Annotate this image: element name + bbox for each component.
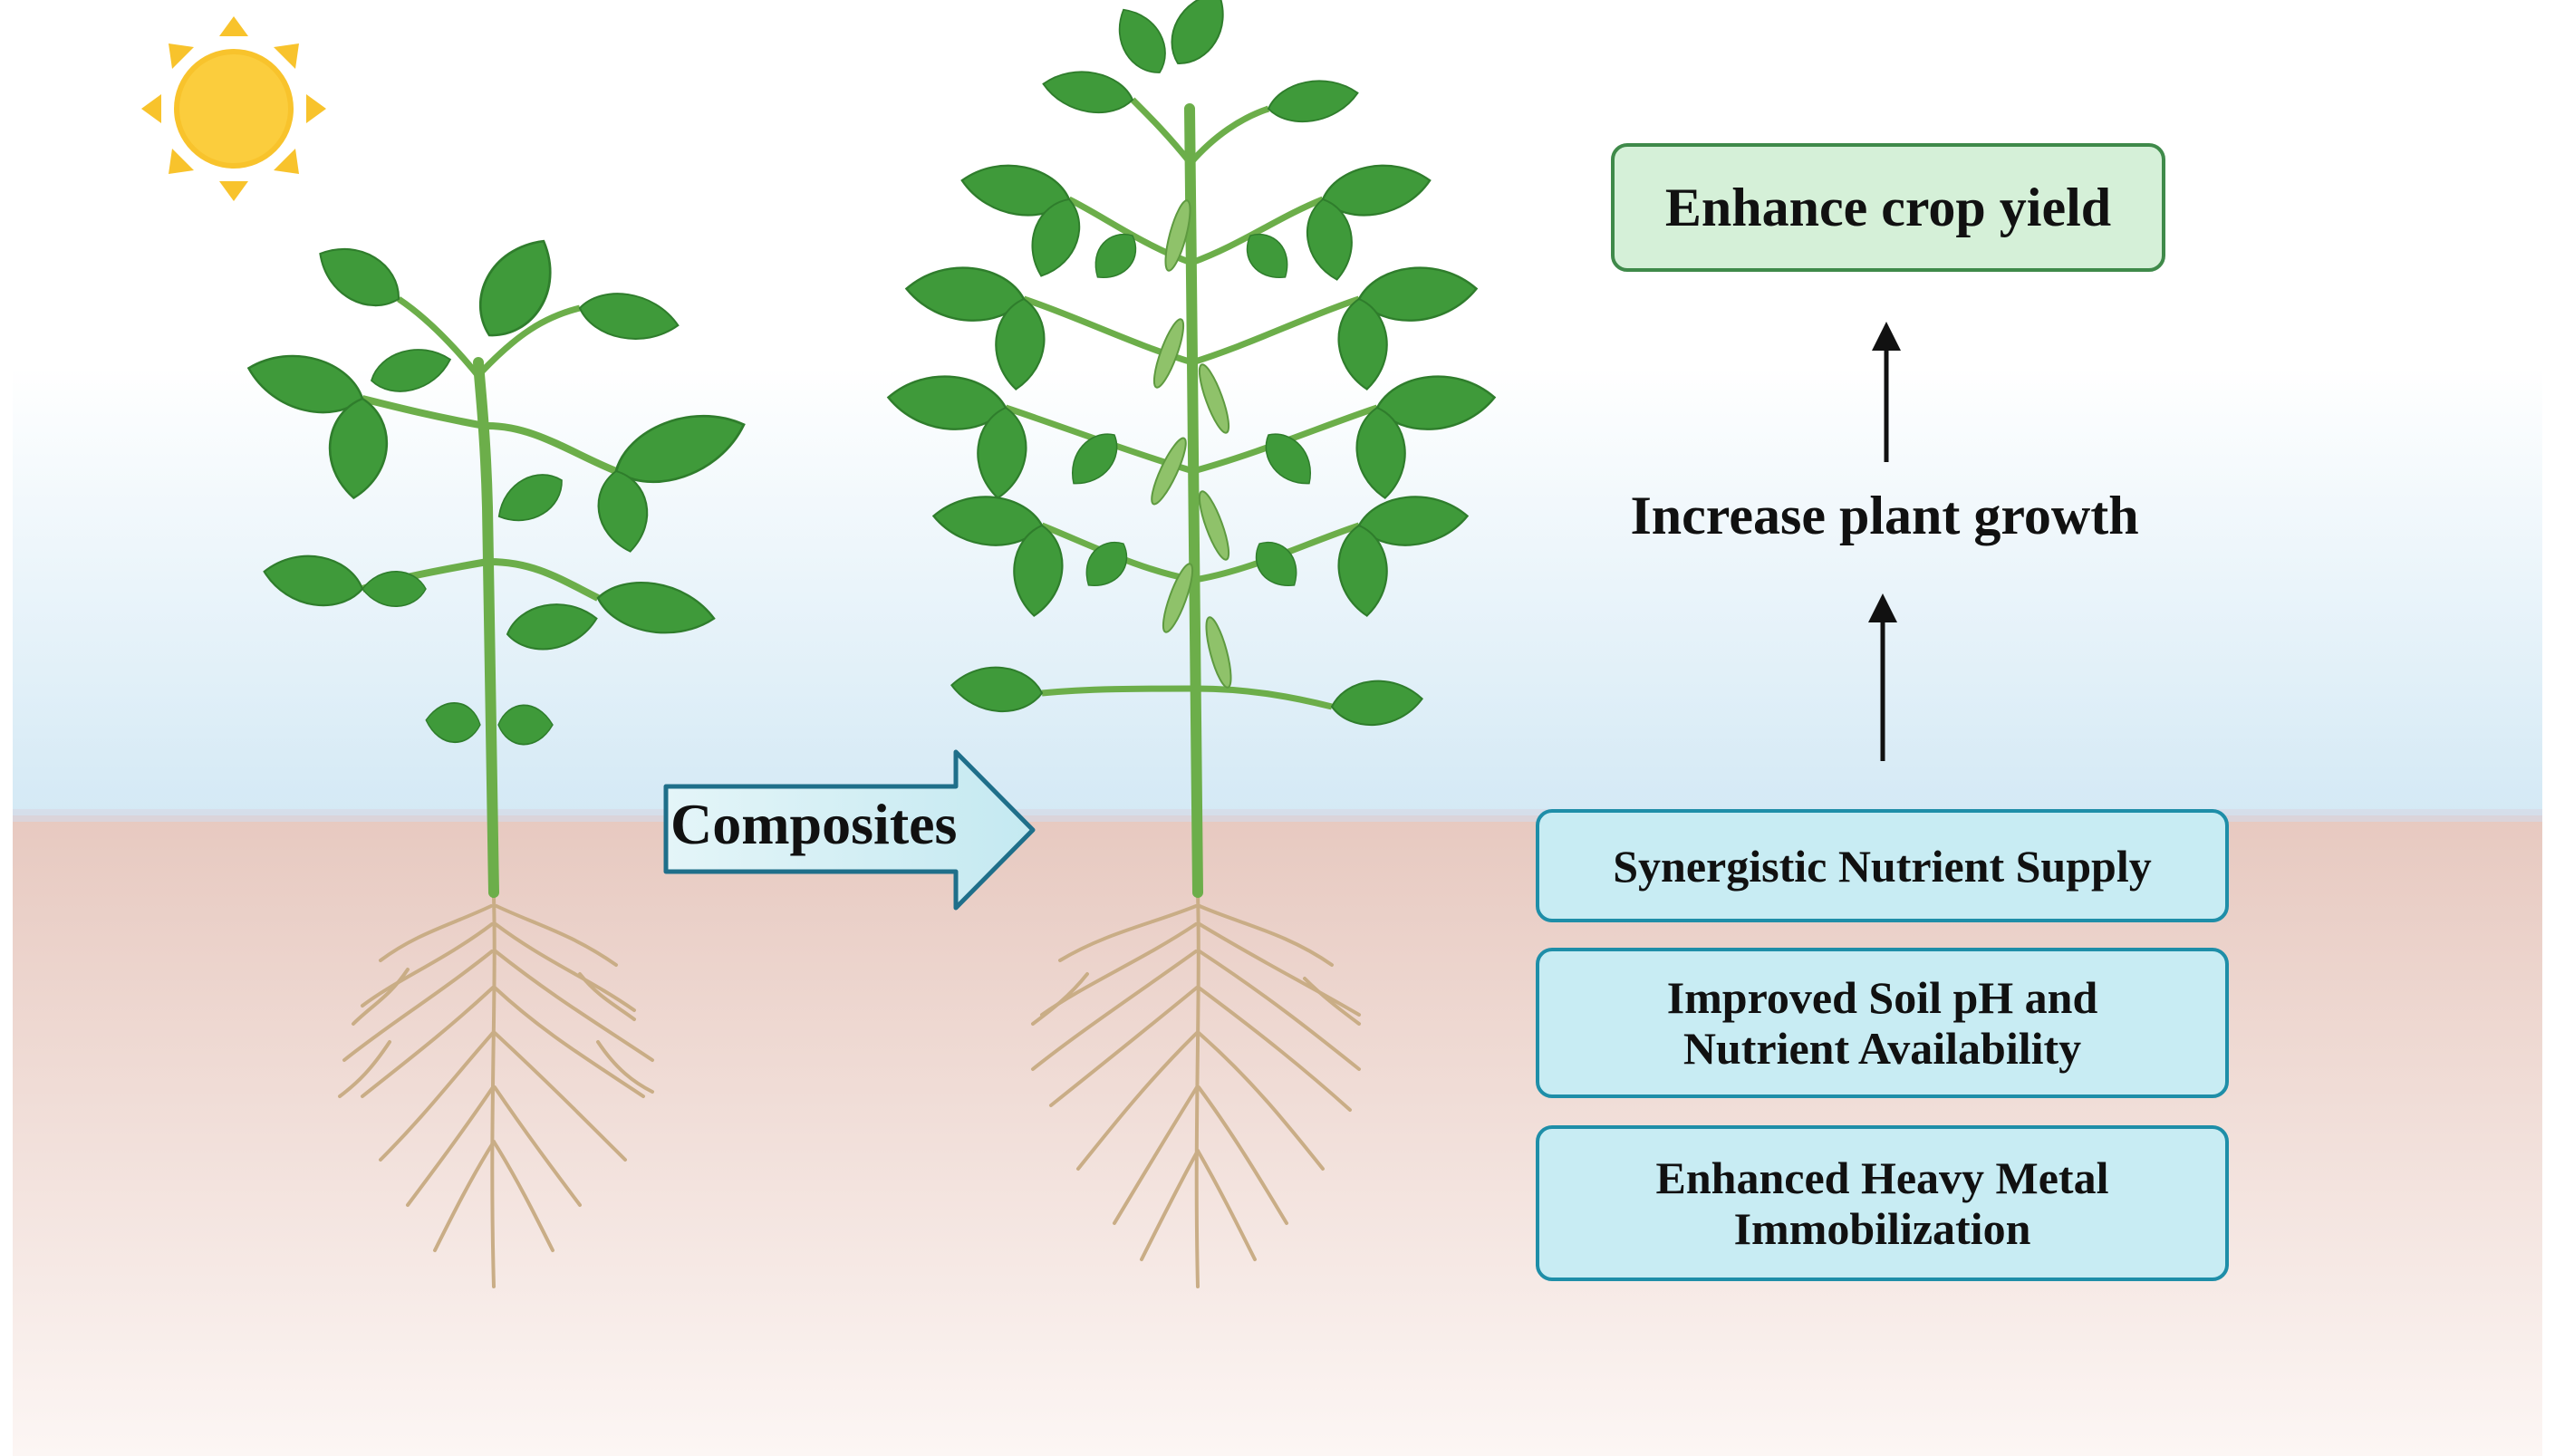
sky-background <box>0 0 2555 815</box>
mechanism-box-soil-ph: Improved Soil pH and Nutrient Availabili… <box>1536 948 2229 1098</box>
mechanism-line: Improved Soil pH and <box>1666 972 2098 1023</box>
mechanism-box-nutrient-supply: Synergistic Nutrient Supply <box>1536 809 2229 922</box>
arrow-right-icon <box>663 749 1036 911</box>
goal-label: Enhance crop yield <box>1664 177 2112 237</box>
mechanism-line: Immobilization <box>1733 1203 2031 1254</box>
mechanism-line: Enhanced Heavy Metal <box>1655 1152 2109 1203</box>
bean-pods <box>1151 199 1232 689</box>
mechanism-line: Nutrient Availability <box>1682 1023 2082 1074</box>
composites-label: Composites <box>670 792 958 856</box>
small-plant-icon <box>240 224 756 898</box>
increase-growth-label: Increase plant growth <box>1630 486 2139 545</box>
arrow-up-icon <box>1872 322 1901 462</box>
large-plant-roots <box>1031 891 1361 1288</box>
goal-box: Enhance crop yield <box>1611 143 2165 272</box>
arrow-up-icon <box>1868 593 1897 761</box>
sun-icon <box>141 16 326 201</box>
mechanism-line: Synergistic Nutrient Supply <box>1613 840 2152 892</box>
mechanism-box-heavy-metal: Enhanced Heavy Metal Immobilization <box>1536 1125 2229 1281</box>
large-plant-icon <box>884 0 1499 898</box>
small-plant-roots <box>338 895 654 1288</box>
